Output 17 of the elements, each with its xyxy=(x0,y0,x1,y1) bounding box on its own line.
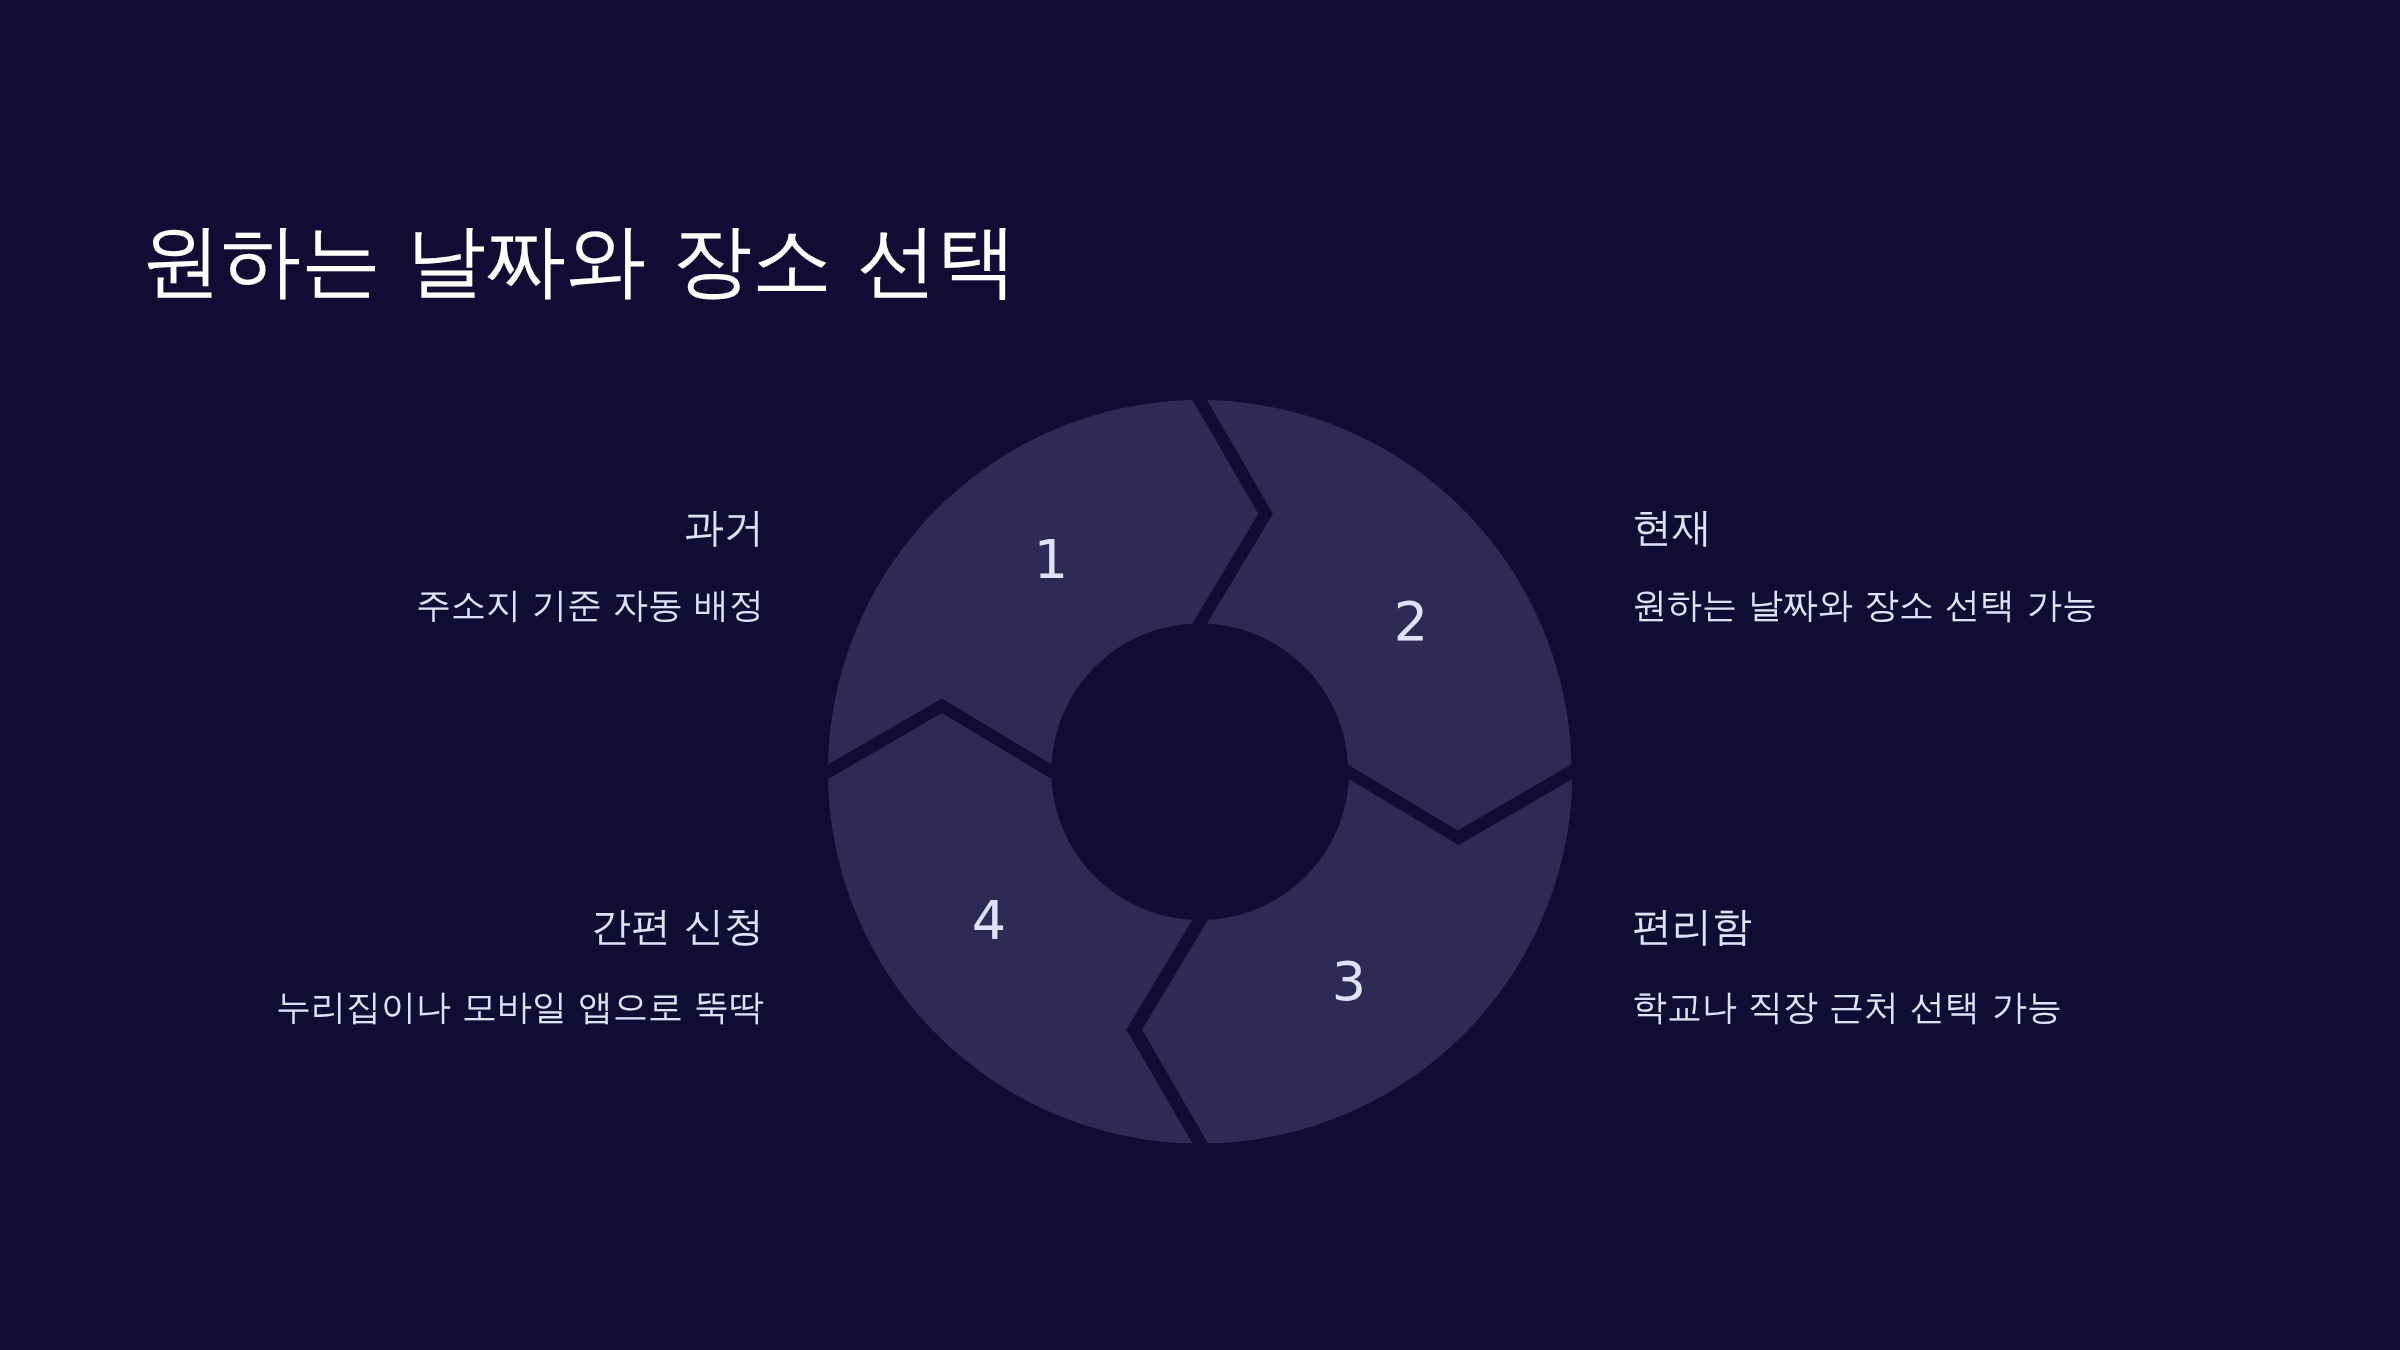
step-number: 2 xyxy=(1393,595,1429,650)
step-number: 1 xyxy=(1033,533,1069,588)
step-heading: 간편 신청 xyxy=(591,906,764,946)
step-number: 3 xyxy=(1331,955,1367,1010)
arrow-segment xyxy=(828,399,1259,764)
step-heading: 편리함 xyxy=(1632,906,1752,946)
arrow-segment xyxy=(1141,779,1572,1144)
step-heading: 과거 xyxy=(684,507,764,547)
step-description: 학교나 직장 근처 선택 가능 xyxy=(1632,989,2062,1025)
step-heading: 현재 xyxy=(1632,507,1712,547)
arrow-segment xyxy=(828,713,1193,1144)
step-description: 누리집이나 모바일 앱으로 뚝딱 xyxy=(275,989,764,1025)
step-description: 주소지 기준 자동 배정 xyxy=(415,587,764,623)
arrow-segment xyxy=(1207,399,1572,830)
step-number: 4 xyxy=(971,893,1007,948)
step-description: 원하는 날짜와 장소 선택 가능 xyxy=(1632,587,2097,623)
slide-title: 원하는 날짜와 장소 선택 xyxy=(141,221,1018,301)
